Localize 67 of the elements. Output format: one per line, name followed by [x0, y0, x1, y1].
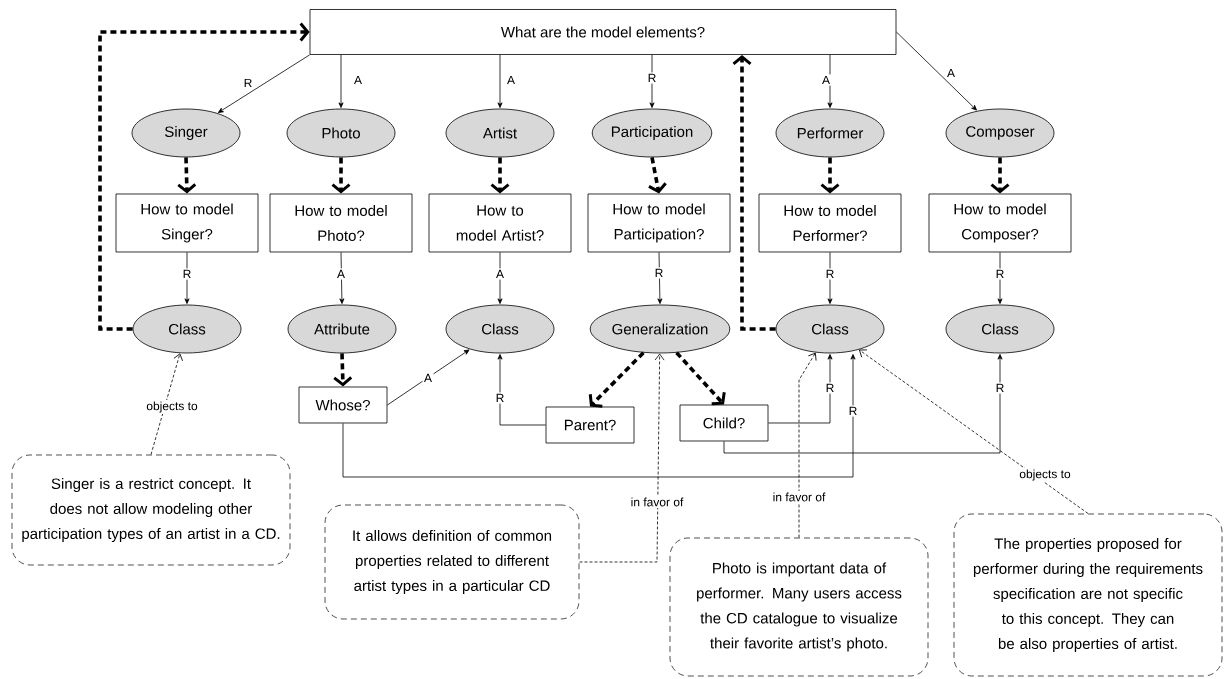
edge-label: R: [824, 382, 836, 394]
arrow: [649, 54, 655, 108]
arrow: [497, 354, 546, 426]
edge-label: A: [820, 74, 832, 86]
edge-label: R: [994, 382, 1006, 394]
arrow: [827, 252, 833, 304]
arrow: [497, 252, 503, 304]
edge-label: R: [824, 268, 836, 280]
edge-label: A: [494, 268, 506, 280]
arrow: [150, 353, 183, 455]
arrow: [339, 252, 345, 304]
argument-note: Photo is important data of performer. Many users access the CD catalogue to visualize their favorite artist’s photo.: [669, 537, 929, 677]
question-box: How to model Artist?: [428, 193, 572, 253]
arrow: [98, 22, 310, 331]
question-box: Whose?: [298, 386, 388, 424]
arrow: [497, 54, 503, 108]
edge-label: A: [352, 74, 364, 86]
question-box: Child?: [679, 404, 769, 442]
edge-label: in favor of: [629, 496, 685, 508]
arrow: [990, 157, 1010, 194]
edge-label: A: [335, 268, 347, 280]
arrow: [896, 31, 977, 111]
question-box: How to model Performer?: [758, 193, 902, 253]
arrow: [723, 354, 1003, 454]
question-box: What are the model elements?: [309, 9, 897, 55]
argument-note: Singer is a restrict concept. It does not allow modeling other participation types of an artist in a CD.: [11, 454, 291, 566]
arrow: [798, 352, 817, 538]
arrow: [490, 157, 510, 194]
edge-label: R: [181, 268, 193, 280]
arrow: [827, 54, 833, 108]
question-box: Parent?: [545, 406, 635, 444]
edge-label: R: [653, 267, 665, 279]
edge-label: R: [646, 72, 658, 84]
argument-note: It allows definition of common properties related to different artist types in a particular CD: [324, 504, 580, 620]
arrow: [217, 54, 310, 113]
arrow: [732, 54, 776, 331]
edge-label: objects to: [144, 399, 200, 415]
question-box: How to model Participation?: [587, 193, 731, 253]
question-box: How to model Singer?: [115, 193, 259, 253]
arrow: [657, 252, 663, 304]
arrow: [588, 351, 645, 408]
edge-label: R: [994, 268, 1006, 280]
arrow: [184, 252, 190, 304]
edge-label: A: [945, 67, 957, 79]
edge-label: A: [422, 372, 434, 384]
arrow: [177, 157, 197, 194]
arrow: [342, 354, 856, 478]
arrow: [675, 351, 726, 406]
arrow: [820, 157, 840, 194]
edge-label: R: [494, 392, 506, 404]
edge-label: R: [847, 405, 859, 417]
edge-label: A: [505, 74, 517, 86]
arrow: [331, 157, 351, 194]
argument-note: The properties proposed for performer during the requirements specification are not specific to this concept. They can be also properties of artist.: [953, 513, 1223, 677]
edge-label: in favor of: [771, 491, 827, 503]
arrow: [768, 354, 833, 424]
edge-label: objects to: [1017, 467, 1073, 483]
arrow: [579, 353, 665, 563]
question-box: How to model Composer?: [928, 193, 1072, 253]
arrow: [338, 54, 344, 108]
edge-label: R: [242, 77, 254, 89]
arrow: [859, 349, 1089, 514]
question-box: How to model Photo?: [269, 193, 413, 253]
arrow: [333, 353, 353, 387]
arrow: [997, 252, 1003, 304]
arrow: [387, 349, 470, 406]
arrow: [648, 157, 667, 194]
